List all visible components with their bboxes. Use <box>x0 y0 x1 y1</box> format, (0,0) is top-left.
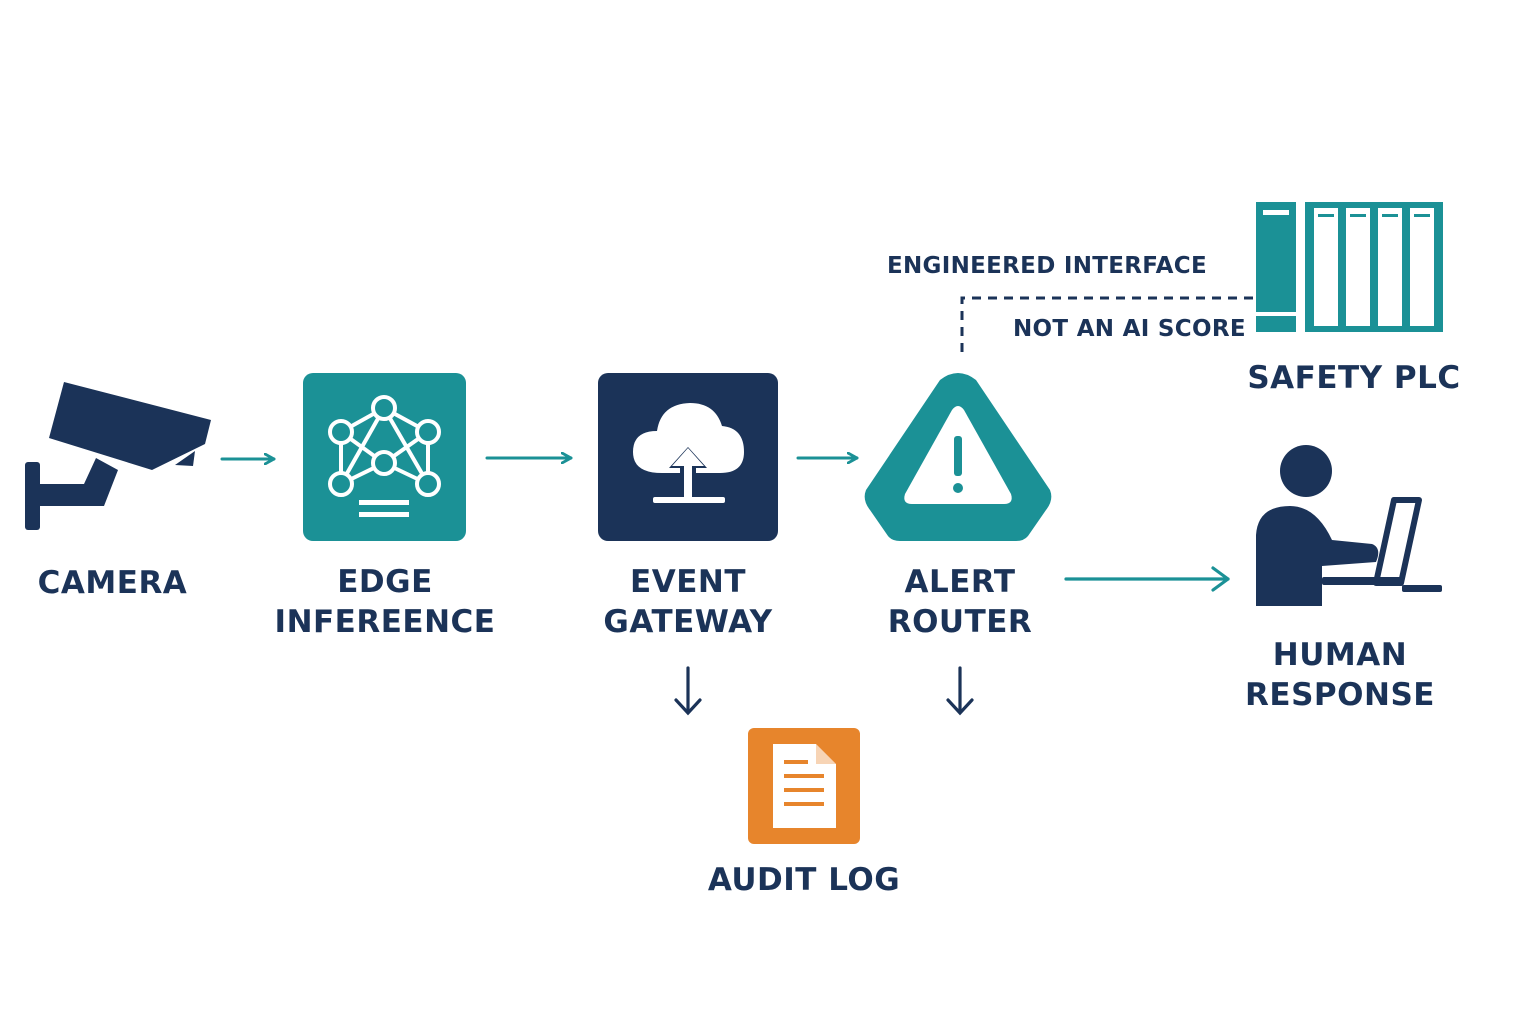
safety-plc-label-text: SAFETY PLC <box>1247 360 1461 396</box>
warning-triangle-icon <box>864 373 1052 541</box>
audit-log-label: AUDIT LOG <box>700 860 908 900</box>
audit-log-label-text: AUDIT LOG <box>707 862 901 898</box>
camera-label-text: CAMERA <box>37 565 188 601</box>
alert-router-label: ALERT ROUTER <box>860 562 1060 642</box>
neural-network-icon <box>303 373 466 541</box>
alert-router-label-line1: ALERT <box>904 564 1016 600</box>
camera-label: CAMERA <box>20 563 205 603</box>
human-response-label-line1: HUMAN <box>1272 637 1408 673</box>
engineered-interface-line <box>960 296 1258 352</box>
cloud-upload-icon <box>598 373 778 541</box>
plc-rack-icon <box>1256 202 1443 332</box>
document-icon <box>748 728 860 844</box>
security-camera-icon <box>25 382 211 530</box>
human-response-label-line2: RESPONSE <box>1245 677 1435 713</box>
arrow-alert-to-audit <box>946 666 974 716</box>
not-ai-score-note: NOT AN AI SCORE <box>1013 316 1246 342</box>
person-at-laptop-icon <box>1256 445 1442 606</box>
event-gateway-label-line1: EVENT <box>630 564 746 600</box>
event-gateway-label-line2: GATEWAY <box>603 604 773 640</box>
edge-inference-label: EDGE INFEREENCE <box>270 562 500 642</box>
safety-plc-label: SAFETY PLC <box>1240 358 1468 398</box>
edge-inference-label-line1: EDGE <box>337 564 433 600</box>
arrow-gateway-to-audit <box>674 666 702 716</box>
edge-inference-label-line2: INFEREENCE <box>274 604 496 640</box>
alert-router-label-line2: ROUTER <box>887 604 1033 640</box>
human-response-label: HUMAN RESPONSE <box>1230 635 1450 715</box>
event-gateway-label: EVENT GATEWAY <box>578 562 798 642</box>
engineered-interface-note: ENGINEERED INTERFACE <box>887 253 1207 279</box>
